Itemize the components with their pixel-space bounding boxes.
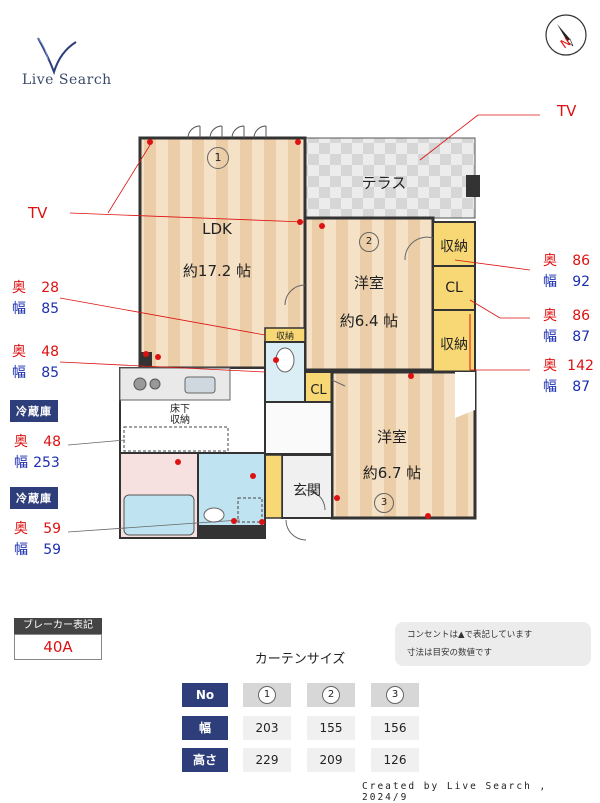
- fridge-badge-2: 冷蔵庫: [10, 487, 58, 509]
- brand-logo: [37, 37, 77, 76]
- dimension-closet: 奥 86 幅 87: [543, 308, 591, 345]
- storage-label-2: 収納: [440, 337, 468, 353]
- storage-label-3: 収納: [275, 332, 294, 342]
- note-dimensions: 寸法は目安の数値です: [407, 648, 493, 658]
- western-room-2-size-label: 約6.7 帖: [362, 464, 422, 482]
- floor-plan: [59, 114, 540, 541]
- curtain-width-3: 156: [371, 716, 419, 740]
- dimension-fridge-2: 奥 59 幅 59: [14, 521, 62, 558]
- ldk-label: LDK: [202, 220, 232, 238]
- notes-box: コンセントは▲で表記しています 寸法は目安の数値です: [395, 622, 591, 666]
- terrace-label: テラス: [361, 174, 407, 192]
- dimension-storage-2: 奥 142 幅 87: [543, 358, 594, 395]
- curtain-header-1: 1: [243, 683, 291, 707]
- closet-label-2: CL: [310, 383, 327, 398]
- ldk-size-label: 約17.2 帖: [182, 262, 252, 280]
- dimension-toilet-storage: 奥 48 幅 85: [12, 344, 60, 381]
- curtain-height-2: 209: [307, 748, 355, 772]
- dimension-small-storage: 奥 28 幅 85: [12, 280, 60, 317]
- room-number-3: 3: [374, 493, 394, 513]
- western-room-1-size-label: 約6.4 帖: [339, 312, 399, 330]
- curtain-width-2: 155: [307, 716, 355, 740]
- fridge-badge-1: 冷蔵庫: [10, 400, 58, 422]
- closet-label-1: CL: [445, 280, 463, 296]
- breaker-title: ブレーカー表記: [14, 618, 102, 634]
- curtain-header-2: 2: [307, 683, 355, 707]
- curtain-height-3: 126: [371, 748, 419, 772]
- entrance-label: 玄関: [293, 483, 321, 499]
- dimension-fridge-1: 奥 48 幅 253: [14, 434, 62, 471]
- room-number-2: 2: [359, 232, 379, 252]
- curtain-title: カーテンサイズ: [254, 652, 346, 667]
- room-number-1: 1: [207, 147, 229, 169]
- compass-icon: [545, 14, 587, 56]
- tv-label-left: TV: [28, 204, 48, 222]
- western-room-2-label: 洋室: [376, 428, 407, 446]
- curtain-row-width-label: 幅: [182, 716, 228, 740]
- curtain-height-1: 229: [243, 748, 291, 772]
- credit-line: Created by Live Search , 2024/9: [362, 781, 548, 803]
- western-room-1-label: 洋室: [353, 274, 384, 292]
- curtain-row-height-label: 高さ: [182, 748, 228, 772]
- dimension-storage-1: 奥 86 幅 92: [543, 253, 591, 290]
- tv-label-right: TV: [557, 102, 577, 120]
- note-outlet: コンセントは▲で表記しています: [407, 630, 533, 640]
- storage-label-1: 収納: [440, 239, 468, 255]
- breaker-value: 40A: [14, 634, 102, 660]
- brand-name: Live Search: [22, 72, 112, 88]
- curtain-header-3: 3: [371, 683, 419, 707]
- underfloor-storage-label: 床下 収納: [170, 404, 190, 426]
- curtain-width-1: 203: [243, 716, 291, 740]
- curtain-header-no: No: [182, 683, 228, 707]
